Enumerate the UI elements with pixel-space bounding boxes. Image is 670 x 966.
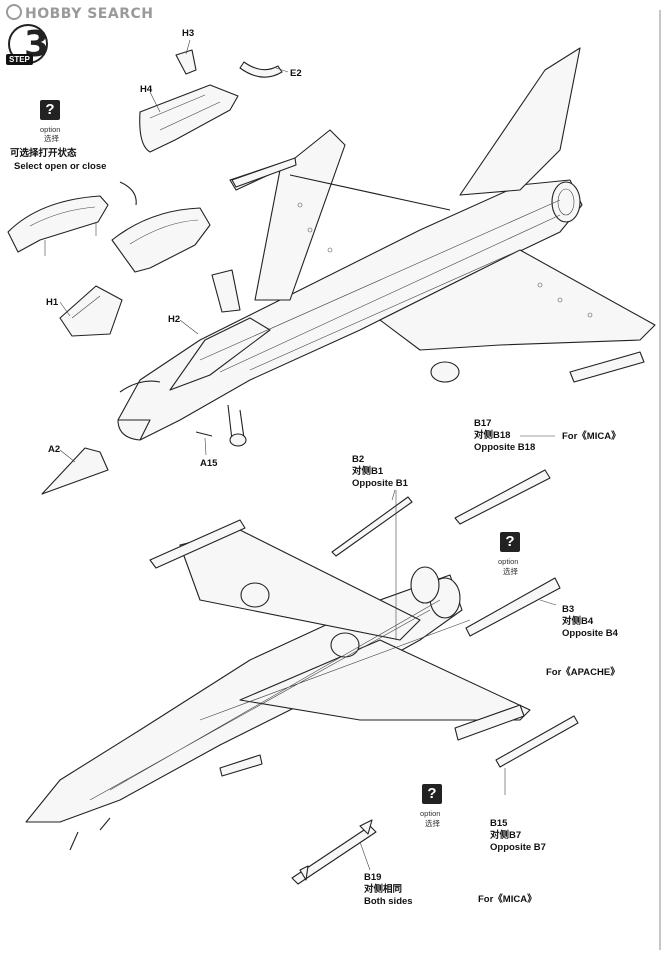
b2-part: B2 [352,454,365,465]
windscreen-part-h1 [59,285,123,337]
part-e2 [239,61,283,78]
option-word-bottom: option [420,809,441,818]
rotate-arrow [119,181,137,206]
missile-part-b15 [495,715,579,768]
hobby-search-logo-icon [6,4,22,20]
missile-part-b3 [465,577,561,637]
watermark-text: HOBBY SEARCH [25,6,154,22]
option-word-top: option [40,125,61,134]
label-e2: E2 [290,68,302,79]
b15-opposite: Opposite B7 [490,842,546,853]
missile-part-b2 [331,496,413,557]
b2-opposite: Opposite B1 [352,478,408,489]
label-h4: H4 [140,84,153,95]
b3-for: For《APACHE》 [546,667,620,678]
nose-cone-part-a2 [41,447,109,495]
option-question-icon-bottom: ? [422,784,442,804]
option-word-mid: option [498,557,519,566]
aircraft-top-view [117,47,656,447]
step-tag: STEP [6,54,33,65]
b3-opposite: Opposite B4 [562,628,618,639]
option-cn-bottom: 选择 [425,819,440,828]
canopy-open-option [111,207,211,273]
watermark: HOBBY SEARCH [6,4,153,22]
aircraft-bottom-view [25,519,531,851]
missile-part-b17 [454,469,551,525]
option-en-top: Select open or close [14,161,107,172]
label-a2: A2 [48,444,61,455]
b15-part: B15 [490,818,508,829]
leader-lines [59,39,557,871]
b3-part: B3 [562,604,575,615]
label-a15: A15 [200,458,218,469]
b19-part: B19 [364,872,382,883]
missile-part-b19 [291,819,377,885]
b17-for: For《MICA》 [562,431,621,442]
option-question-icon-top: ? [40,100,60,120]
b15-for: For《MICA》 [478,894,537,905]
option-cn-top: 选择 [44,134,59,143]
b19-en: Both sides [364,896,413,907]
b17-part: B17 [474,418,492,429]
b17-opposite: Opposite B18 [474,442,536,453]
option-cn-long: 可选择打开状态 [10,148,77,159]
label-h3: H3 [182,28,195,39]
b3-cn: 对侧B4 [562,616,594,627]
b15-cn: 对侧B7 [490,830,522,841]
label-h2: H2 [168,314,181,325]
label-h1: H1 [46,297,59,308]
canopy-part-h4 [139,84,239,153]
step-badge: 3 STEP [6,24,50,66]
option-cn-mid: 选择 [503,567,518,576]
option-question-icon-mid: ? [500,532,520,552]
b19-cn: 对侧相同 [364,884,403,895]
canopy-closed-option [7,195,109,256]
part-a15 [195,431,213,437]
b17-cn: 对侧B18 [474,430,511,441]
b2-cn: 对侧B1 [352,466,384,477]
